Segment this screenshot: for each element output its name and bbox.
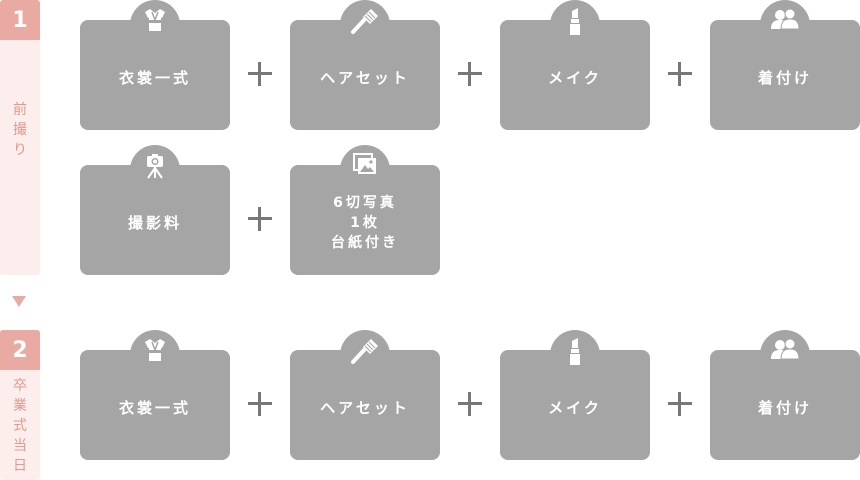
card-dressing: 着付け — [710, 330, 860, 460]
plus-icon — [668, 392, 692, 416]
plus-icon — [248, 392, 272, 416]
card-costume: 衣裳一式 — [80, 330, 230, 460]
step-2-number: 2 — [0, 330, 40, 370]
card-label: 衣裳一式 — [118, 69, 191, 87]
card-costume: 衣裳一式 — [80, 0, 230, 130]
photo-icon — [353, 153, 376, 174]
step-1-sidebar — [0, 40, 40, 275]
card-hairset: ヘアセット — [290, 0, 440, 130]
plus-icon — [668, 62, 692, 86]
step-1-label: 前 撮 り — [13, 102, 27, 158]
card-makeup: メイク — [500, 0, 650, 130]
kimono-icon — [145, 9, 165, 31]
comb-icon — [351, 9, 378, 34]
people-icon — [771, 338, 800, 360]
card-label: 衣裳一式 — [118, 399, 191, 417]
plus-icon — [458, 392, 482, 416]
card-dressing: 着付け — [710, 0, 860, 130]
plus-icon — [248, 62, 272, 86]
step-1-number: 1 — [0, 0, 40, 40]
camera-tripod-icon — [147, 154, 163, 179]
card-photo-fee: 撮影料 — [80, 145, 230, 275]
card-label: 撮影料 — [127, 214, 182, 232]
card-label: メイク — [548, 69, 602, 87]
comb-icon — [351, 339, 378, 364]
card-label: 6切写真 1枚 台紙付き — [331, 195, 399, 251]
lipstick-icon — [570, 338, 580, 365]
card-label: 着付け — [757, 69, 812, 87]
down-arrow-icon — [12, 296, 26, 307]
step-2-label: 卒 業 式 当 日 — [13, 378, 27, 474]
card-label: 着付け — [757, 399, 812, 417]
card-print: 6切写真 1枚 台紙付き — [290, 145, 440, 275]
plus-icon — [458, 62, 482, 86]
lipstick-icon — [570, 8, 580, 35]
card-label: メイク — [548, 399, 602, 417]
kimono-icon — [145, 339, 165, 361]
card-hairset: ヘアセット — [290, 330, 440, 460]
card-label: ヘアセット — [320, 399, 410, 417]
plus-icon — [248, 207, 272, 231]
people-icon — [771, 8, 800, 30]
step-2-sidebar — [0, 370, 40, 480]
card-label: ヘアセット — [320, 69, 410, 87]
card-makeup: メイク — [500, 330, 650, 460]
